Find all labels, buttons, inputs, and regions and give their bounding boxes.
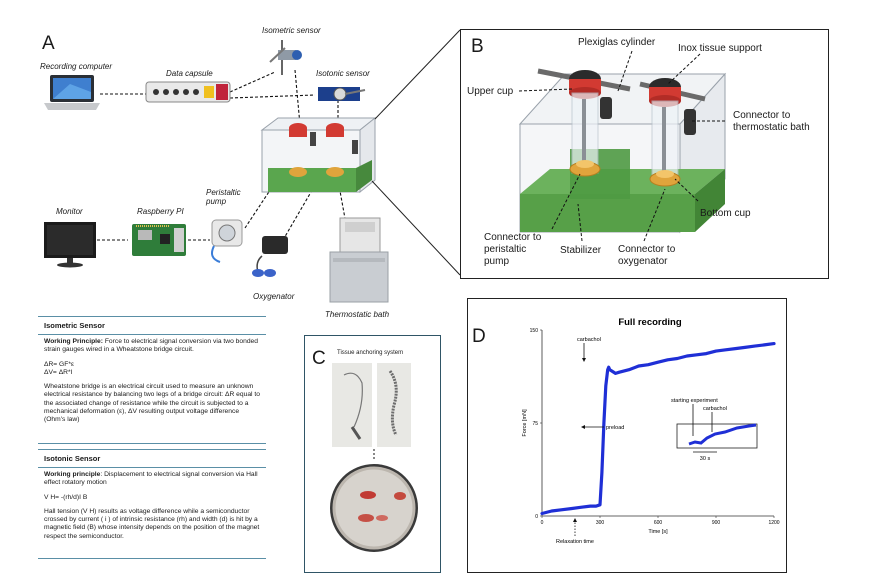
chart-axes xyxy=(541,330,774,517)
label-stabilizer: Stabilizer xyxy=(560,245,602,256)
isotonic-eq: V H= -(rh/d)I B xyxy=(44,493,88,501)
isometric-description: Wheatstone bridge is an electrical circu… xyxy=(44,383,260,424)
data-capsule-icon xyxy=(145,81,231,103)
isometric-principle-text: Force to electrical signal conversion vi… xyxy=(44,338,258,354)
isotonic-box-title: Isotonic Sensor xyxy=(38,450,266,468)
label-bottom-cup: Bottom cup xyxy=(700,208,751,219)
x-tick-label: 600 xyxy=(654,520,663,526)
x-tick-label: 300 xyxy=(596,520,605,526)
label-data-capsule: Data capsule xyxy=(166,69,213,78)
panel-c-photos xyxy=(330,363,418,552)
annotation-preload: preload xyxy=(606,425,624,431)
label-isotonic-sensor: Isotonic sensor xyxy=(316,69,370,78)
label-recording-computer: Recording computer xyxy=(40,62,113,71)
panel-a-illustration xyxy=(44,40,389,303)
panel-b-illustration xyxy=(518,50,727,242)
anchoring-hook-photo-2 xyxy=(377,363,411,447)
isometric-eq2: ΔV= ΔR*I xyxy=(44,368,73,376)
panel-d-letter: D xyxy=(472,326,486,347)
laptop-icon xyxy=(44,75,100,110)
label-thermostatic-bath: Thermostatic bath xyxy=(325,310,390,319)
thermostatic-bath-icon xyxy=(329,217,389,303)
label-connector-oxygenator: Connector to oxygenator xyxy=(618,244,676,267)
isometric-eq1: ΔR= GF*ε xyxy=(44,360,74,368)
panel-c-letter: C xyxy=(312,348,326,369)
label-raspberry-pi: Raspberry PI xyxy=(137,207,184,216)
chart-title: Full recording xyxy=(618,317,682,328)
y-tick-label: 0 xyxy=(535,514,538,520)
annotation-carbachol: carbachol xyxy=(577,337,601,343)
chart-ylabel: Force [mN] xyxy=(522,409,528,437)
label-monitor: Monitor xyxy=(56,207,83,216)
isotonic-sensor-box: Isotonic Sensor Working principle: Displ… xyxy=(38,449,266,559)
force-trace-line xyxy=(540,342,776,516)
x-tick-label: 0 xyxy=(541,520,544,526)
full-recording-chart: Full recording Force [mN] Time [s] 0 300 6… xyxy=(522,317,780,545)
anchoring-hook-photo-1 xyxy=(332,363,372,447)
isotonic-sensor-icon xyxy=(318,87,366,101)
x-tick-label: 1200 xyxy=(768,520,779,526)
isometric-sensor-icon xyxy=(269,40,302,75)
organ-bath-chamber-icon xyxy=(260,116,377,194)
x-tick-label: 900 xyxy=(712,520,721,526)
isometric-sensor-box: Isometric Sensor Working Principle: Forc… xyxy=(38,316,266,444)
raspberry-pi-icon xyxy=(132,224,186,256)
peristaltic-pump-icon xyxy=(211,219,243,263)
inset-zoom: starting experiment carbachol 30 s xyxy=(671,398,758,462)
label-connector-thermostatic: Connector to thermostatic bath xyxy=(733,110,810,133)
label-plexiglas-cylinder: Plexiglas cylinder xyxy=(578,37,656,48)
chart-xlabel: Time [s] xyxy=(648,529,668,535)
label-upper-cup: Upper cup xyxy=(467,86,514,97)
label-connector-peristaltic: Connector to peristaltic pump xyxy=(484,232,542,267)
annotation-30s: 30 s xyxy=(700,456,711,462)
isotonic-description: Hall tension (V H) results as voltage di… xyxy=(44,507,260,540)
annotation-starting-experiment: starting experiment xyxy=(671,398,718,404)
annotation-carbachol-inset: carbachol xyxy=(703,406,727,412)
isotonic-principle-label: Working principle xyxy=(44,471,101,478)
petri-dish-photo xyxy=(330,464,418,552)
annotation-relaxation-time: Relaxation time xyxy=(556,539,594,545)
monitor-icon xyxy=(44,222,96,268)
panel-b-letter: B xyxy=(471,36,484,57)
label-peristaltic-pump: Peristaltic pump xyxy=(206,188,241,206)
oxygenator-icon xyxy=(252,236,288,277)
label-oxygenator: Oxygenator xyxy=(253,292,295,301)
y-tick-label: 150 xyxy=(530,328,539,334)
isometric-principle-label: Working Principle: xyxy=(44,338,103,345)
label-inox-tissue-support: Inox tissue support xyxy=(678,43,762,54)
isotonic-principle-text: : Displacement to electrical signal conv… xyxy=(44,471,258,487)
panel-c-title: Tissue anchoring system xyxy=(337,350,404,356)
panel-a-letter: A xyxy=(42,33,55,54)
label-isometric-sensor: Isometric sensor xyxy=(262,26,321,35)
y-tick-label: 75 xyxy=(532,421,538,427)
isometric-box-title: Isometric Sensor xyxy=(38,317,266,335)
